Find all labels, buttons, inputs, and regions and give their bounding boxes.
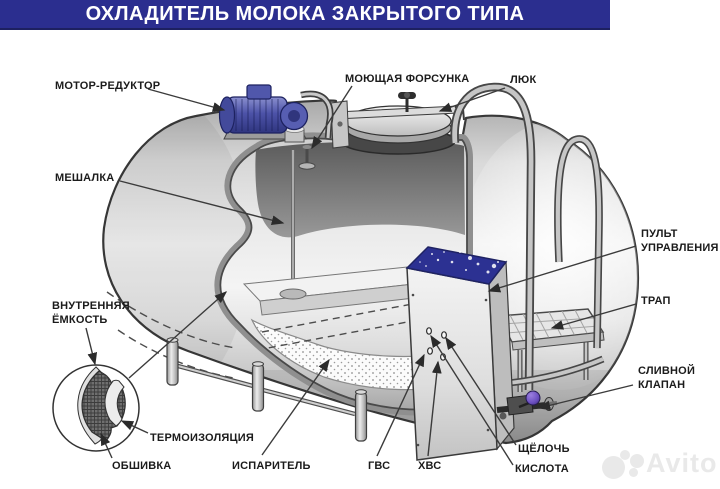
leader-nozzle <box>311 85 353 150</box>
leader-acid <box>430 334 514 466</box>
watermark-avito: Avito <box>600 446 720 486</box>
hidden-edge-dashed-line <box>106 291 237 349</box>
label-control-panel-1: ПУЛЬТ <box>641 228 678 240</box>
label-agitator: МЕШАЛКА <box>55 172 114 184</box>
washing-nozzle <box>298 145 316 170</box>
label-thermal-insulation: ТЕРМОИЗОЛЯЦИЯ <box>150 432 254 444</box>
label-inner-vessel-1: ВНУТРЕННЯЯ <box>52 300 130 312</box>
leader-inner-vessel-circle <box>85 327 98 366</box>
leader-motor <box>147 88 226 112</box>
leader-lines <box>85 85 637 466</box>
label-alkali: ЩЁЛОЧЬ <box>518 442 570 455</box>
label-trap: ТРАП <box>641 295 671 307</box>
interior-shadow <box>255 141 465 238</box>
motor-reducer <box>218 84 334 143</box>
avito-logo-circle <box>630 454 644 468</box>
title-bar: ОХЛАДИТЕЛЬ МОЛОКА ЗАКРЫТОГО ТИПА <box>0 0 610 30</box>
label-motor-reducer: МОТОР-РЕДУКТОР <box>55 80 160 92</box>
control-panel-screws <box>411 293 490 447</box>
label-evaporator: ИСПАРИТЕЛЬ <box>232 460 311 472</box>
tank-leg <box>354 389 368 442</box>
label-cold-water: ХВС <box>418 460 441 472</box>
leader-agitator <box>119 180 285 225</box>
leader-evaporator <box>261 358 330 456</box>
label-hatch: ЛЮК <box>510 74 536 86</box>
control-panel-holes <box>426 327 448 361</box>
leader-hatch <box>438 87 506 112</box>
label-drain-valve-1: СЛИВНОЙ <box>638 364 695 377</box>
platform-trap <box>496 308 605 392</box>
handrail-lower-tube <box>508 355 605 387</box>
label-drain-valve-2: КЛАПАН <box>638 379 685 391</box>
leader-casing <box>100 432 113 459</box>
tank-leg <box>251 361 265 412</box>
hatch-lid <box>330 92 465 155</box>
label-inner-vessel-2: ЁМКОСТЬ <box>52 313 108 326</box>
avito-wordmark: Avito <box>646 448 718 478</box>
label-control-panel-2: УПРАВЛЕНИЯ <box>641 242 719 254</box>
leader-trap <box>550 303 637 330</box>
leader-hot-water <box>376 353 425 457</box>
handrail-arc-large <box>450 82 536 391</box>
avito-logo-circle <box>620 450 630 460</box>
page-title: ОХЛАДИТЕЛЬ МОЛОКА ЗАКРЫТОГО ТИПА <box>85 2 525 25</box>
labels: МОТОР-РЕДУКТОР МОЮЩАЯ ФОРСУНКА ЛЮК МЕШАЛ… <box>52 73 719 475</box>
avito-logo-circle <box>602 456 625 479</box>
tank-leg <box>166 337 179 386</box>
control-panel <box>405 246 515 461</box>
label-acid: КИСЛОТА <box>515 463 569 475</box>
label-casing: ОБШИВКА <box>112 460 171 472</box>
motor-terminal-box <box>246 84 272 100</box>
label-hot-water: ГВС <box>368 460 390 472</box>
leader-insulation <box>120 420 149 434</box>
leader-drain-valve <box>537 384 634 411</box>
leader-cold-water <box>427 360 442 457</box>
leader-alkali <box>445 336 517 446</box>
control-panel-top-speckles <box>419 251 499 274</box>
inner-vessel-layer <box>104 379 125 427</box>
motor-fins <box>235 99 279 131</box>
tank-legs <box>166 337 368 442</box>
leader-inner-vessel-tank <box>128 291 228 379</box>
handrail-arc-small <box>554 135 603 349</box>
detail-circle <box>52 364 140 452</box>
label-washing-nozzle: МОЮЩАЯ ФОРСУНКА <box>345 73 469 85</box>
avito-logo-circle <box>629 468 638 477</box>
drain-valve-handle <box>525 390 541 406</box>
leader-control-panel <box>487 245 637 293</box>
